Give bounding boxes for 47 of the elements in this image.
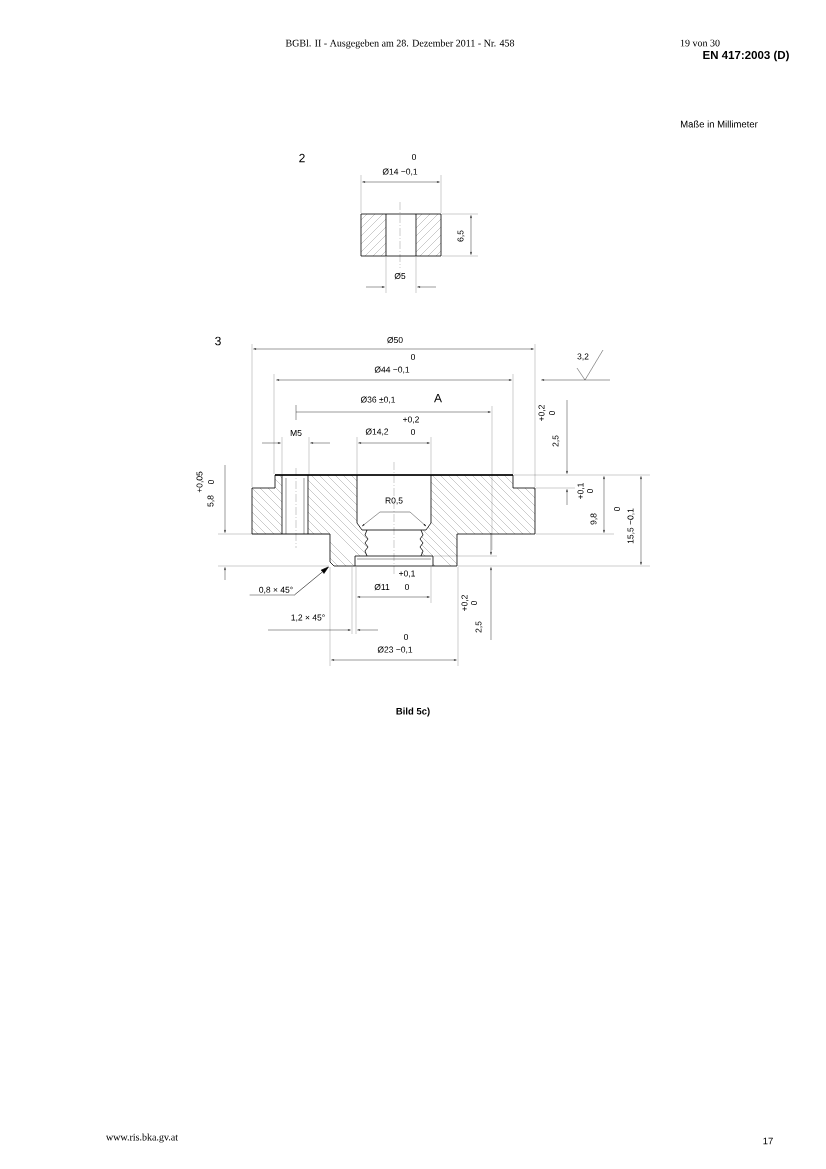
page-count: 19 von 30	[680, 39, 720, 47]
dimension-text: +0,1	[577, 483, 585, 499]
dimension-text: Ø44 −0,1	[374, 366, 410, 374]
dimension-text: 0	[471, 601, 477, 606]
header-text: BGBl. II - Ausgegeben am 28. Dezember 2011 - Nr. 458	[285, 39, 515, 49]
dimension-text: 5,8	[207, 495, 215, 507]
chamfer-edge	[329, 561, 335, 567]
dimension-text: +0,2	[403, 416, 419, 424]
leader-line	[294, 566, 329, 596]
reference-letter: A	[434, 393, 442, 403]
dimension-text: +0,2	[461, 595, 469, 611]
dimension-text: 0	[410, 354, 416, 360]
dimension-text: R0,5	[385, 497, 403, 505]
page-number: 17	[763, 1137, 773, 1145]
dimension-text: 6,5	[457, 230, 465, 242]
view-number: 2	[299, 153, 305, 163]
dimension-text: 0	[411, 154, 417, 160]
dimension-text: 2,5	[552, 435, 560, 447]
figure-caption: Bild 5c)	[396, 707, 430, 717]
dimension-text: Ø14,2	[365, 428, 389, 436]
standard-number: EN 417:2003 (D)	[703, 50, 789, 62]
dimension-text: 0	[403, 634, 409, 640]
dimension-text: 9,8	[590, 513, 598, 525]
chamfer-label: 0,8 × 45°	[259, 586, 293, 594]
dimension-text: +0,1	[399, 570, 415, 578]
dimension-text: 15,5 −0,1	[627, 508, 635, 544]
roughness-value: 3,2	[577, 353, 589, 361]
view-number: 3	[215, 336, 221, 346]
units-note: Maße in Millimeter	[681, 120, 758, 128]
dimension-text: 2,5	[475, 621, 483, 633]
dimension-text: 0	[549, 411, 555, 416]
dimension-text: Ø36 ±0,1	[360, 396, 396, 404]
dimension-text: 0	[208, 480, 214, 485]
dimension-text: 0	[404, 584, 410, 590]
dimension-text: 0	[614, 507, 620, 512]
dimension-text: Ø11	[374, 583, 390, 591]
dimension-text: Ø5	[394, 272, 406, 280]
dimension-text: 0	[587, 489, 593, 494]
dimension-text: M5	[290, 430, 302, 436]
dimension-text: Ø50	[387, 336, 403, 344]
dimension-text: Ø14 −0,1	[382, 168, 418, 176]
footer-url: www.ris.bka.gv.at	[106, 1133, 178, 1143]
dimension-text: 0	[410, 429, 416, 435]
dimension-text: +0,2	[538, 405, 546, 421]
dimension-text: Ø23 −0,1	[377, 646, 413, 654]
dimension-text: 1,2 × 45°	[291, 614, 325, 622]
dimension-text: +0,05	[196, 471, 204, 493]
